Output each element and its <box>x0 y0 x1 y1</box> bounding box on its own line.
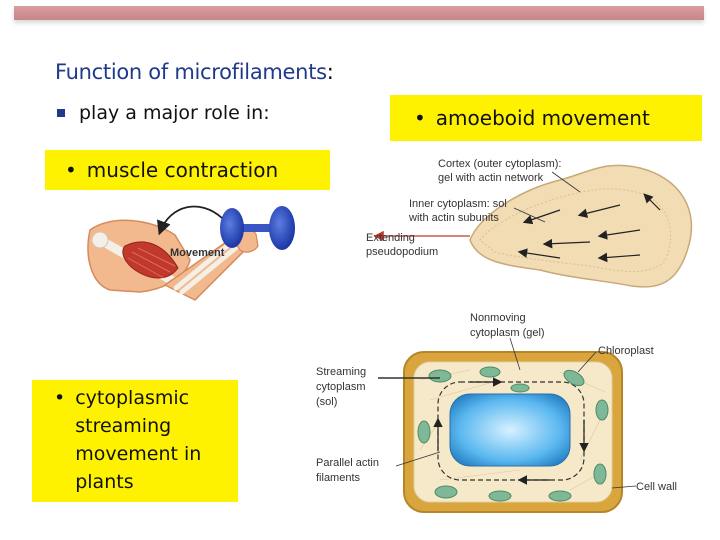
bullet-dot: • <box>414 106 426 130</box>
slide-title: Function of microfilaments: <box>55 60 334 84</box>
amoeba-diagram: Cortex (outer cytoplasm): gel with actin… <box>366 158 693 288</box>
callout-streaming: • cytoplasmic streaming movement in plan… <box>32 380 238 502</box>
cortex-label-line1: Cortex (outer cytoplasm): <box>438 158 561 170</box>
parallel-leader-line <box>395 451 441 467</box>
streaming-label-line2: cytoplasm <box>316 381 366 393</box>
cellwall-leader-line <box>611 485 637 489</box>
inner-label-line2: with actin subunits <box>408 212 499 224</box>
parallel-label-line1: Parallel actin <box>316 457 379 469</box>
muscle-fibers <box>127 247 176 279</box>
vacuole <box>449 393 571 467</box>
dumbbell-bar <box>240 224 276 232</box>
chloroplasts <box>417 366 609 502</box>
dumbbell-weight-right <box>269 206 295 250</box>
callout-muscle: • muscle contraction <box>45 150 330 190</box>
shoulder-joint <box>91 231 109 249</box>
pseudopodium-label-line2: pseudopodium <box>366 246 438 258</box>
top-accent-bar <box>14 6 704 20</box>
flow-arrows <box>517 193 661 263</box>
callout-muscle-text: muscle contraction <box>86 158 279 182</box>
intro-text: play a major role in: <box>79 102 270 124</box>
pseudopodium-label-line1: Extending <box>366 232 415 244</box>
dumbbell-weight-left <box>220 208 244 248</box>
cortex-leader-line <box>551 171 581 193</box>
movement-label: Movement <box>170 247 225 259</box>
amoeba-inner <box>479 188 671 272</box>
nonmoving-leader-line <box>509 337 521 371</box>
streaming-label-line3: (sol) <box>316 396 337 408</box>
inner-label-line1: Inner cytoplasm: sol <box>409 198 507 210</box>
chloroplast-leader-line <box>577 351 597 373</box>
bullet-dot: • <box>54 387 66 409</box>
plant-cell-diagram: Nonmoving cytoplasm (gel) Chloroplast St… <box>316 312 677 513</box>
forearm-bones <box>173 239 241 295</box>
intro-bullet: play a major role in: <box>57 102 270 124</box>
callout-amoeboid: • amoeboid movement <box>390 95 702 141</box>
cell-wall-label: Cell wall <box>636 481 677 493</box>
movement-arrow <box>157 205 223 236</box>
inner-leader-line <box>513 207 546 223</box>
callout-streaming-text: cytoplasmic streaming movement in plants <box>75 387 202 493</box>
bullet-dot: • <box>65 158 77 182</box>
parallel-label-line2: filaments <box>316 472 361 484</box>
title-colon: : <box>326 60 334 84</box>
streaming-label-line1: Streaming <box>316 366 366 378</box>
callout-amoeboid-text: amoeboid movement <box>435 106 650 130</box>
nonmoving-label-line1: Nonmoving <box>470 312 526 324</box>
nonmoving-label-line2: cytoplasm (gel) <box>470 327 545 339</box>
title-text: Function of microfilaments <box>55 60 327 84</box>
streaming-arrows <box>433 377 589 485</box>
cortex-label-line2: gel with actin network <box>438 172 544 184</box>
square-bullet-icon <box>57 109 65 117</box>
arm-diagram: Movement <box>87 205 295 301</box>
chloroplast-label: Chloroplast <box>598 345 654 357</box>
